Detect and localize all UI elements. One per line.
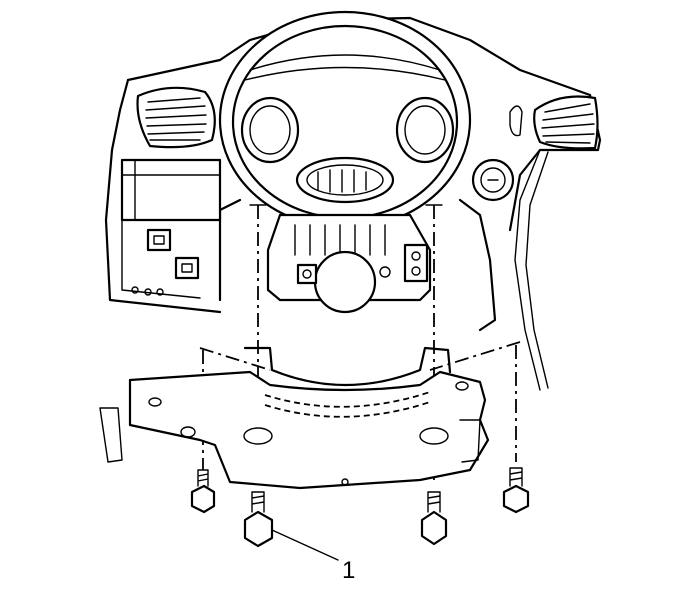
bolt-right-outer — [502, 467, 530, 514]
callout-label: 1 — [342, 557, 355, 584]
right-air-vent — [509, 95, 599, 150]
left-air-vent — [136, 86, 216, 149]
callout-1: 1 — [271, 529, 355, 584]
knee-bolster-bracket — [99, 346, 490, 490]
steering-column — [266, 213, 432, 314]
left-trim-panel — [120, 158, 222, 299]
bolt-left-outer — [190, 469, 216, 514]
steering-wheel — [218, 10, 472, 230]
bolt-right-inner — [420, 491, 448, 546]
bolt-left-inner — [243, 491, 274, 548]
ignition-switch — [471, 158, 515, 202]
